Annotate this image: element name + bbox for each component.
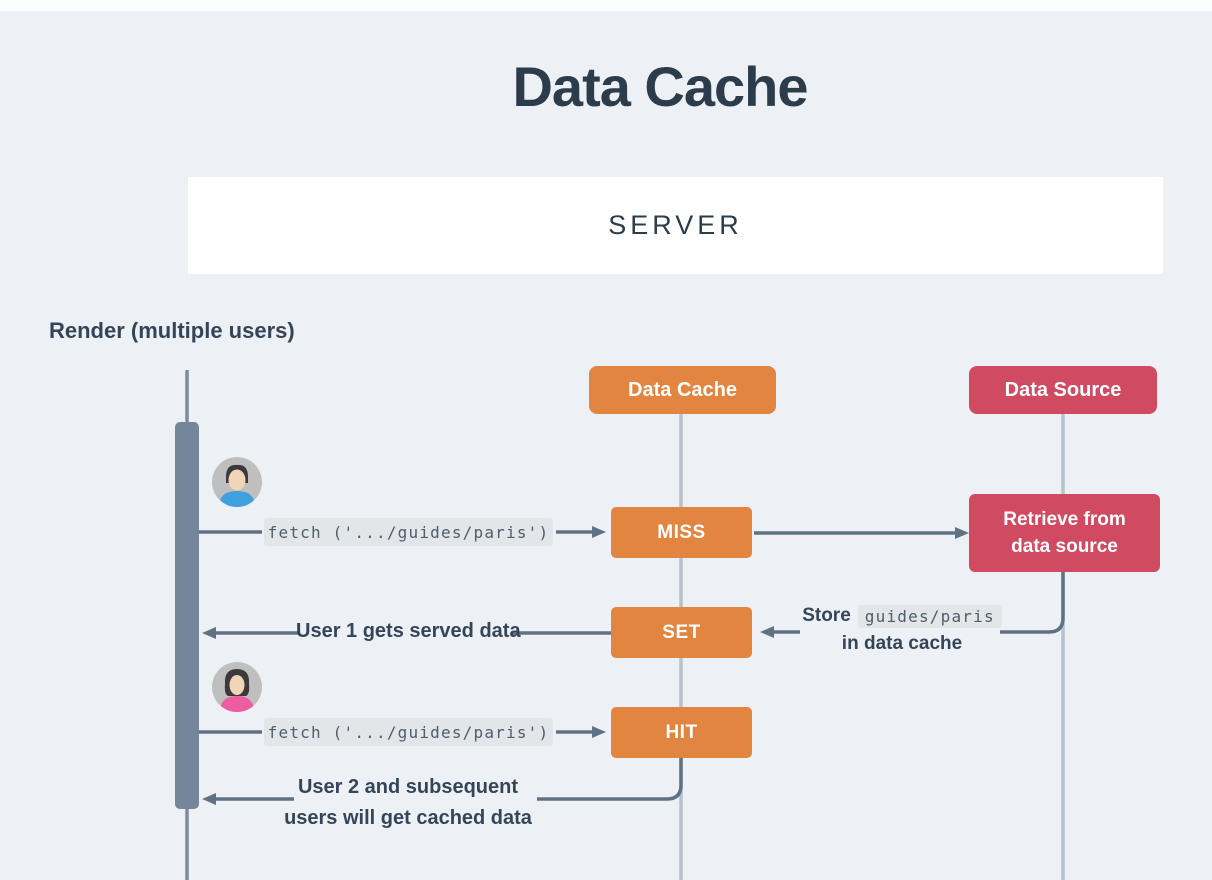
male-user-avatar-icon	[212, 457, 262, 507]
store-prefix-text: Store	[802, 605, 851, 626]
retrieve-node-line1: Retrieve from	[1003, 509, 1126, 530]
store-code-chip: guides/paris	[857, 604, 1002, 628]
user2-cached-line2: users will get cached data	[284, 807, 532, 829]
retrieve-to-store-curve	[1000, 572, 1065, 634]
fetch2-code-label: fetch ('.../guides/paris')	[264, 718, 553, 746]
data-source-node: Data Source	[969, 366, 1157, 414]
store-label-line1: Store guides/paris	[770, 602, 1034, 630]
server-label: SERVER	[608, 210, 743, 240]
store-label-line2: in data cache	[841, 633, 963, 654]
female-user-avatar-icon	[212, 662, 262, 712]
miss-node-label: MISS	[657, 521, 706, 543]
user2-cached-line1: User 2 and subsequent	[297, 776, 519, 798]
data-cache-node-label: Data Cache	[628, 378, 737, 401]
hit-node-label: HIT	[665, 721, 698, 743]
store-label: Store guides/paris in data cache	[770, 602, 1034, 655]
set-node: SET	[611, 607, 752, 658]
retrieve-node-line2: data source	[1011, 536, 1118, 557]
fetch1-code-label: fetch ('.../guides/paris')	[264, 518, 553, 546]
user2-cached-label: User 2 and subsequent users will get cac…	[270, 772, 546, 834]
user-1-avatar	[212, 457, 262, 507]
top-white-bar	[0, 0, 1212, 11]
data-cache-node: Data Cache	[589, 366, 776, 414]
page-title: Data Cache	[512, 55, 808, 118]
retrieve-node: Retrieve from data source	[969, 494, 1160, 572]
hit-node: HIT	[611, 707, 752, 758]
miss-node: MISS	[611, 507, 752, 558]
user1-served-label: User 1 gets served data	[296, 620, 521, 642]
server-box: SERVER	[188, 177, 1163, 274]
user-2-avatar	[212, 662, 262, 712]
hit-to-text-curve	[537, 758, 683, 801]
set-node-label: SET	[662, 621, 701, 643]
lane-label: Render (multiple users)	[49, 318, 295, 343]
data-source-node-label: Data Source	[1004, 378, 1122, 401]
render-activation-bar	[175, 422, 199, 809]
